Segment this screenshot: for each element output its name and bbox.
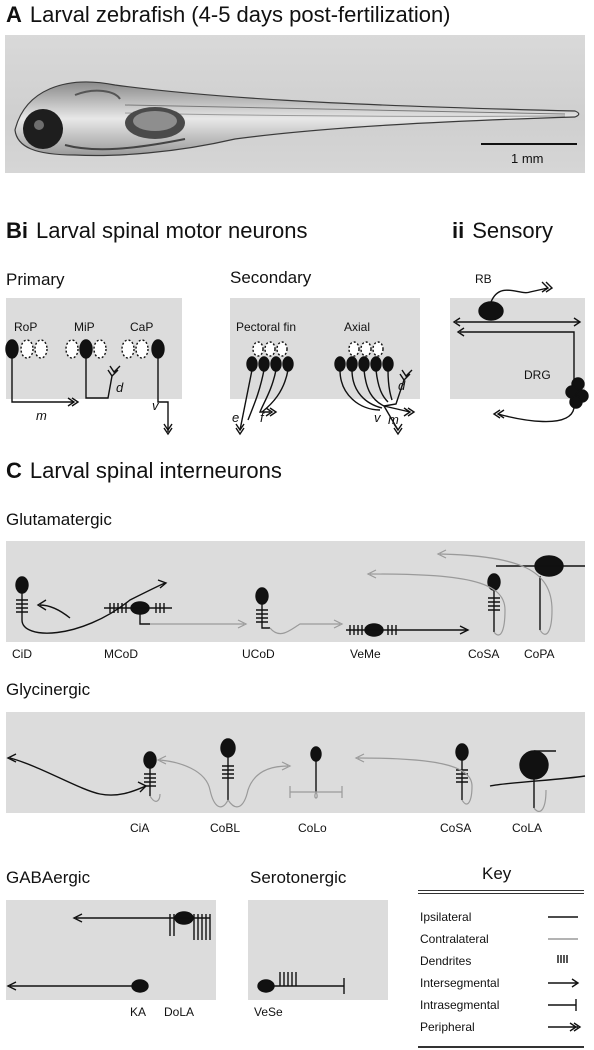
neuron-label-cid: CiD (12, 647, 32, 661)
neuron-group-pectoral-fin: Pectoral fin (236, 320, 297, 334)
neuron-label-copa: CoPA (524, 647, 555, 661)
nerve-label-d-primary: d (116, 380, 124, 395)
neuron-label-ka: KA (130, 1005, 147, 1019)
neuron-label-dola: DoLA (164, 1005, 195, 1019)
neuron-label-cosa-gly: CoSA (440, 821, 472, 835)
key-ipsilateral: Ipsilateral (420, 910, 472, 924)
nerve-label-f: f (260, 410, 264, 425)
zebrafish-image (14, 81, 580, 157)
glycinergic-panel (6, 712, 585, 813)
nerve-label-v-secondary: v (374, 410, 381, 425)
zebrafish-photo: 1 mm (5, 35, 585, 173)
intrasegmental-symbol (548, 999, 577, 1011)
key-dendrites: Dendrites (420, 954, 472, 968)
peripheral-symbol (548, 1022, 582, 1032)
scale-bar (481, 143, 577, 145)
dendrites-symbol (557, 955, 568, 963)
neuron-label-cola: CoLA (512, 821, 543, 835)
neuron-label-vese: VeSe (254, 1005, 283, 1019)
key-peripheral: Peripheral (420, 1020, 475, 1034)
glutamatergic-heading: Glutamatergic (6, 510, 112, 529)
key-box: Key Ipsilateral Contralateral Dendrites … (418, 858, 584, 1050)
neuron-label-cobl: CoBL (210, 821, 241, 835)
neuron-label-ucod: UCoD (242, 647, 275, 661)
neuron-group-axial: Axial (344, 320, 371, 334)
serotonergic-heading: Serotonergic (250, 868, 347, 887)
neuron-label-mip: MiP (74, 320, 95, 334)
intersegmental-symbol (548, 978, 580, 988)
neuron-label-rop: RoP (14, 320, 38, 334)
key-intersegmental: Intersegmental (420, 976, 500, 990)
glycinergic-heading: Glycinergic (6, 680, 91, 699)
sensory-panel (450, 298, 585, 399)
nerve-label-m-secondary: m (388, 412, 399, 427)
neuron-label-colo: CoLo (298, 821, 327, 835)
key-contralateral: Contralateral (420, 932, 489, 946)
nerve-label-v-primary: v (152, 398, 159, 413)
neuron-label-cosa-glut: CoSA (468, 647, 500, 661)
neuron-label-mcod: MCoD (104, 647, 139, 661)
neuron-label-cia: CiA (130, 821, 150, 835)
secondary-heading: Secondary (230, 268, 312, 287)
key-title: Key (482, 864, 512, 883)
neuron-label-rb: RB (475, 272, 492, 286)
key-symbols (548, 916, 582, 1032)
key-intrasegmental: Intrasegmental (420, 998, 500, 1012)
nerve-label-e: e (232, 410, 240, 425)
gabaergic-heading: GABAergic (6, 868, 91, 887)
neuron-label-veme: VeMe (350, 647, 381, 661)
scale-bar-label: 1 mm (511, 151, 544, 166)
primary-heading: Primary (6, 270, 65, 289)
neuron-label-cap: CaP (130, 320, 154, 334)
nerve-label-m-primary: m (36, 408, 47, 423)
neuron-label-drg: DRG (524, 368, 551, 382)
